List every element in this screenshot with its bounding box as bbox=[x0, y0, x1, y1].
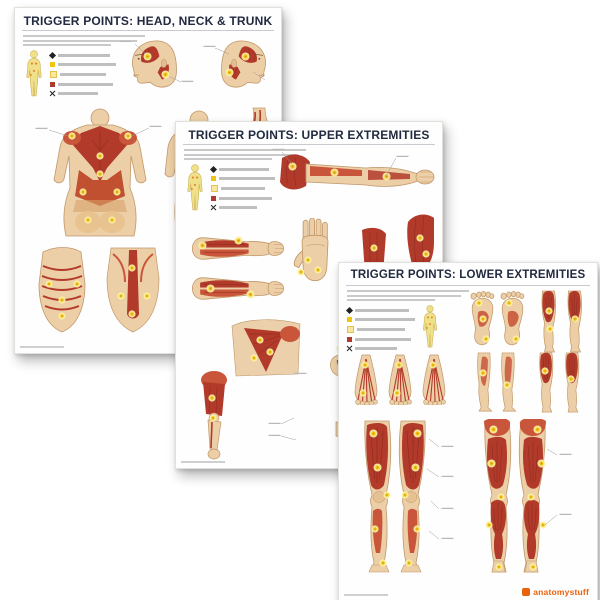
legend-red-square-icon bbox=[347, 337, 352, 342]
legend-key bbox=[345, 305, 440, 351]
legend-key bbox=[184, 164, 275, 212]
legend-rows bbox=[345, 305, 415, 351]
legend-item bbox=[347, 317, 415, 322]
back-legs-illustration bbox=[483, 419, 547, 573]
legend-key bbox=[23, 50, 116, 98]
upper-back-illustration bbox=[106, 247, 160, 333]
legend-item bbox=[50, 71, 116, 78]
poster-title-head-neck-trunk: TRIGGER POINTS: HEAD, NECK & TRUNK bbox=[23, 14, 273, 28]
copyright-text-placeholder bbox=[20, 346, 64, 348]
legend-item bbox=[50, 82, 116, 87]
legend-yellow-square-icon bbox=[211, 176, 216, 181]
open-hand-illustration bbox=[293, 218, 329, 282]
legend-pale-square-icon bbox=[347, 326, 354, 333]
anatomy-art-lower-extremities bbox=[354, 290, 583, 573]
front-legs-illustration bbox=[364, 420, 426, 573]
poster-title-upper-extremities: TRIGGER POINTS: UPPER EXTREMITIES bbox=[188, 128, 430, 142]
legend-item bbox=[211, 185, 275, 192]
forearm-illustration-1 bbox=[191, 236, 285, 260]
copyright-text-placeholder bbox=[344, 594, 388, 596]
legend-item bbox=[50, 62, 116, 67]
title-rule bbox=[183, 144, 435, 145]
trigger-point-markers bbox=[479, 367, 575, 389]
legend-rows bbox=[48, 50, 116, 96]
intro-text-placeholder bbox=[184, 149, 306, 163]
legend-red-square-icon bbox=[50, 82, 55, 87]
legend-rows bbox=[209, 164, 275, 210]
ribcage-torso-illustration bbox=[38, 247, 86, 333]
anatomystuff-logo-text: anatomystuff bbox=[533, 587, 589, 597]
intro-text-placeholder bbox=[347, 290, 469, 304]
intro-text-placeholder bbox=[23, 35, 145, 49]
legend-item bbox=[50, 91, 116, 96]
annotation-labels bbox=[268, 372, 307, 441]
outstretched-arm-illustration bbox=[272, 148, 435, 190]
legend-pale-square-icon bbox=[50, 71, 57, 78]
poster-lower-extremities: TRIGGER POINTS: LOWER EXTREMITIES bbox=[338, 262, 598, 600]
title-rule bbox=[346, 285, 590, 286]
legend-item bbox=[347, 326, 415, 333]
calf-illustrations-top bbox=[541, 290, 583, 353]
legend-yellow-square-icon bbox=[347, 317, 352, 322]
foot-top-illustrations bbox=[354, 354, 447, 405]
head-profile-illustration bbox=[119, 40, 194, 88]
title-rule bbox=[22, 30, 274, 31]
legend-item bbox=[209, 165, 275, 174]
legend-yellow-square-icon bbox=[50, 62, 55, 67]
annotation-labels bbox=[426, 438, 572, 540]
full-arm-illustration bbox=[201, 371, 227, 460]
poster-title-lower-extremities: TRIGGER POINTS: LOWER EXTREMITIES bbox=[350, 269, 586, 281]
legend-item bbox=[211, 205, 275, 210]
legend-item bbox=[347, 346, 415, 351]
back-torso-illustration bbox=[35, 108, 162, 237]
copyright-text-placeholder bbox=[181, 461, 225, 463]
shin-illustrations bbox=[477, 352, 580, 413]
shoulder-blade-illustration bbox=[231, 319, 301, 377]
foot-sole-illustrations bbox=[470, 291, 525, 346]
legend-item bbox=[211, 176, 275, 181]
forearm-illustration-2 bbox=[191, 277, 285, 300]
brand-logo: anatomystuff bbox=[522, 587, 589, 597]
head-profile-mirrored-illustration bbox=[203, 40, 267, 88]
legend-item bbox=[347, 337, 415, 342]
legend-item bbox=[48, 51, 116, 60]
anatomystuff-logo-icon bbox=[522, 588, 531, 596]
legend-pale-square-icon bbox=[211, 185, 218, 192]
legend-item bbox=[345, 306, 415, 315]
legend-red-square-icon bbox=[211, 196, 216, 201]
legend-item bbox=[211, 196, 275, 201]
